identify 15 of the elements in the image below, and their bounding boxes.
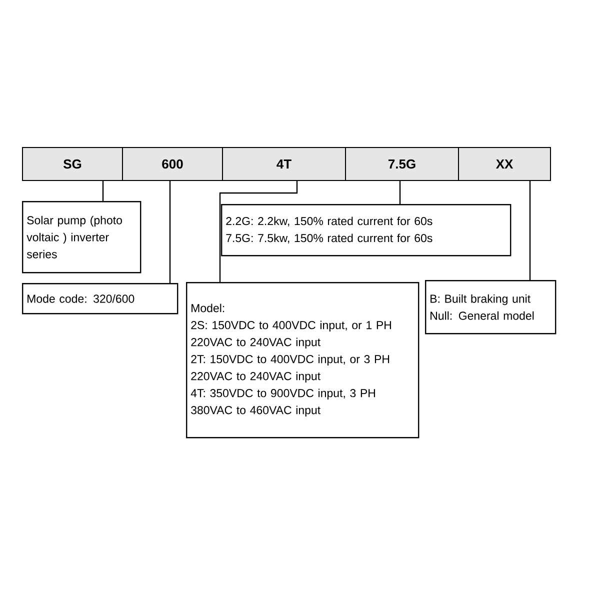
code-segment-cell: SG [22, 147, 123, 181]
description-box: 2.2G: 2.2kw, 150% rated current for 60s 7.5G: 7.5kw, 150% rated current for 60s [221, 204, 512, 256]
description-box: Solar pump (photo voltaic ) inverter series [22, 201, 142, 274]
connector-line [529, 181, 531, 280]
code-segment-cell: 7.5G [345, 147, 459, 181]
description-box: Mode code: 320/600 [22, 283, 178, 314]
connector-line [219, 181, 298, 282]
description-box: B: Built braking unit Null: General model [425, 280, 556, 334]
description-box: Model: 2S: 150VDC to 400VDC input, or 1 PH 220VAC to 240VAC input 2T: 150VDC to 400VDC input, or 3 PH 220VAC to 240VAC input 4T: 350VDC to 900VDC input, 3 PH 380VAC to 460VAC input [186, 282, 420, 438]
connector-line [169, 181, 171, 283]
code-segment-cell: 4T [222, 147, 346, 181]
connector-line [102, 181, 104, 201]
connector-line [399, 181, 401, 204]
code-segment-cell: 600 [122, 147, 223, 181]
code-segment-cell: XX [458, 147, 551, 181]
